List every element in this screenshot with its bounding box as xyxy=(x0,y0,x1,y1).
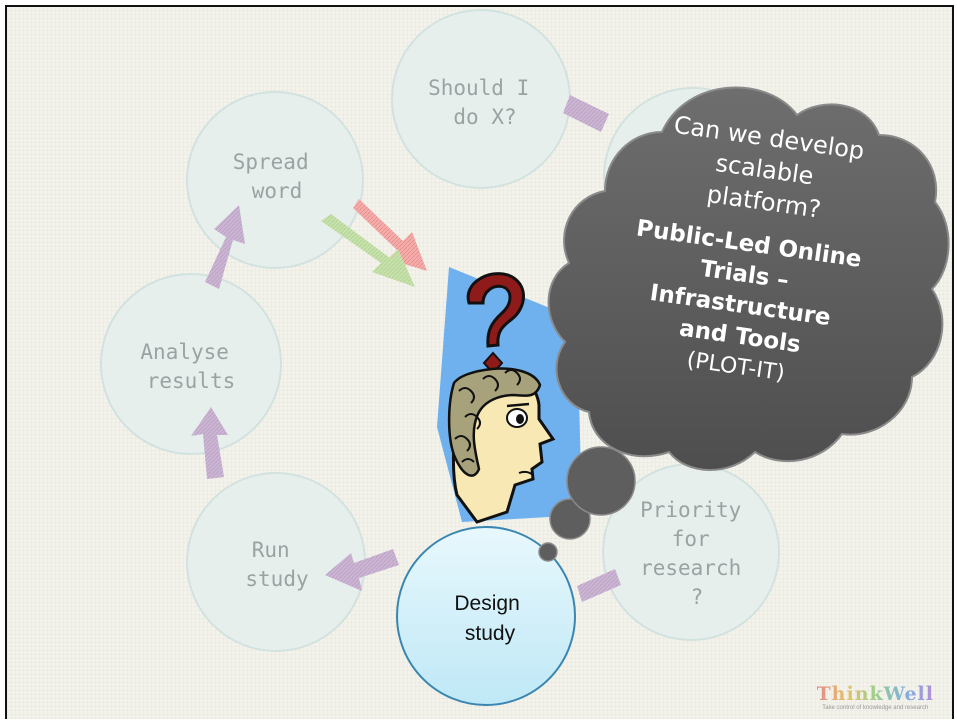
question-mark-icon xyxy=(466,272,525,348)
arrow-spread-to-center-red xyxy=(353,199,427,271)
thinking-person-icon xyxy=(447,367,556,524)
logo-tagline: Take control of knowledge and research xyxy=(822,705,929,711)
svg-text:Should I do X?: Should I do X? xyxy=(428,76,542,129)
design-label-line1: Design xyxy=(454,592,519,615)
svg-text:Analyse results: Analyse results xyxy=(140,340,241,393)
circle-analyse xyxy=(100,273,282,455)
arrow-should-to-right xyxy=(563,95,609,132)
priority-label-line4: ? xyxy=(691,585,704,609)
circle-run xyxy=(186,472,366,652)
analyse-label-line1: Analyse xyxy=(140,340,229,364)
run-label-line2: study xyxy=(245,567,308,591)
should-label-line1: Should I xyxy=(428,76,529,100)
run-label-line1: Run xyxy=(252,538,290,562)
svg-text:Priority for research: Priority for research ? xyxy=(640,498,754,609)
svg-text:Design study: Design study xyxy=(454,592,525,645)
spread-label-line2: word xyxy=(252,179,303,203)
arrow-design-to-run xyxy=(325,549,399,591)
svg-text:Spread word: Spread word xyxy=(233,150,322,203)
arrow-analyse-to-spread xyxy=(205,205,245,289)
spread-label-line1: Spread xyxy=(233,150,309,174)
arrow-spread-to-center-green xyxy=(321,214,415,287)
cycle-diagram: Should I do X? Spread word Analyse resul… xyxy=(100,9,950,706)
priority-label-line1: Priority xyxy=(640,498,741,522)
thinkwell-logo: ThinkWell Take control of knowledge and … xyxy=(817,683,934,711)
arrow-run-to-analyse xyxy=(191,407,228,479)
thought-cloud xyxy=(538,86,950,562)
arrow-priority-to-design xyxy=(577,569,621,602)
logo-name: ThinkWell xyxy=(816,683,934,705)
analyse-label-line2: results xyxy=(147,369,236,393)
priority-label-line2: for xyxy=(672,527,710,551)
design-label-line2: study xyxy=(465,622,516,645)
svg-text:Run study: Run study xyxy=(245,538,308,591)
priority-label-line3: research xyxy=(640,556,741,580)
slide: Should I do X? Spread word Analyse resul… xyxy=(5,5,954,719)
should-label-line2: do X? xyxy=(453,105,516,129)
circle-design xyxy=(396,526,576,706)
